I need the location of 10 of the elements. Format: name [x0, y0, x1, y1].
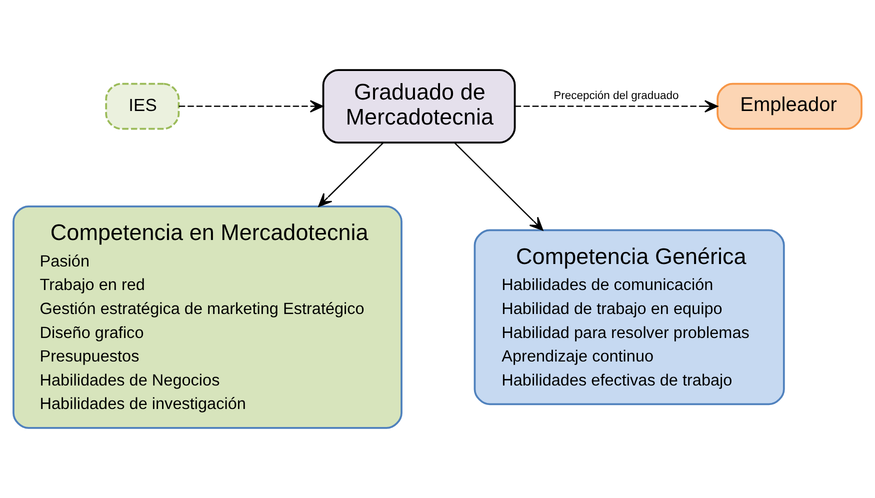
arrow [514, 100, 718, 113]
arrow [178, 100, 324, 113]
node-box: Competencia Genérica Habilidades de comunicación Habilidad de trabajo en equipo Habilidad para resolver problemas Aprendizaje continuo Habilidades efectivas de trabajo [474, 229, 785, 406]
node-box: IES [105, 82, 180, 130]
node-box: Empleador [716, 82, 862, 130]
node-box: Graduado de Mercadotecnia [322, 69, 516, 144]
arrow [454, 142, 544, 231]
arrow [318, 142, 384, 207]
edge-label: Precepción del graduado [554, 90, 679, 102]
node-box: Competencia en Mercadotecnia Pasión Trabajo en red Gestión estratégica de marketing Estratégico Diseño grafico Presupuestos Habilidades de Negocios Habilidades de investigación [12, 206, 402, 429]
